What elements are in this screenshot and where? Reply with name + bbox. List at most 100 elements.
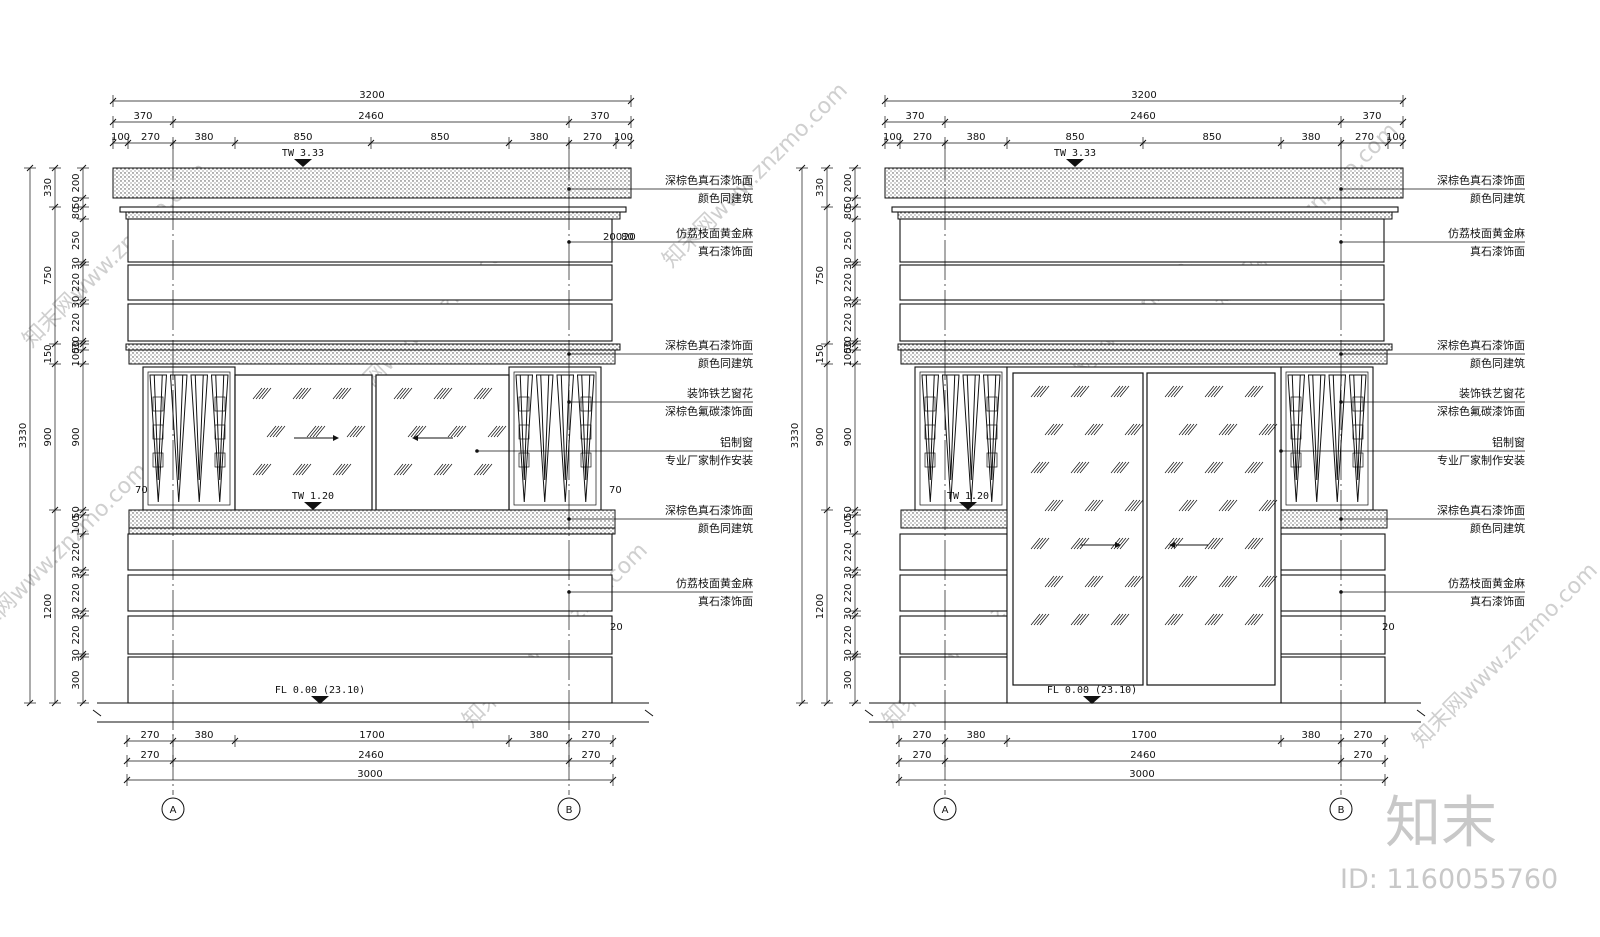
glass-hatch <box>1264 423 1275 436</box>
glass-hatch <box>266 425 277 438</box>
glass-hatch <box>349 425 360 438</box>
glass-hatch <box>1090 499 1101 512</box>
glass-hatch <box>1087 499 1098 512</box>
glass-hatch <box>1173 537 1184 550</box>
level-marker <box>294 159 312 167</box>
grille-triangle <box>925 374 935 481</box>
leader-dot <box>567 517 571 521</box>
glass-hatch <box>487 425 498 438</box>
glass-hatch <box>1167 385 1178 398</box>
dim-label: 330 <box>815 178 826 197</box>
dim-label: 220 <box>843 273 854 292</box>
glass-hatch <box>1173 461 1184 474</box>
glass-hatch <box>335 463 346 476</box>
cornice-strip <box>125 343 621 351</box>
dim-label: 100 <box>1386 132 1405 143</box>
axis-label: A <box>170 805 177 816</box>
glass-hatch <box>1119 385 1130 398</box>
dim-label: 220 <box>71 625 82 644</box>
iron-grille-inner <box>919 371 1003 506</box>
glass-hatch <box>1076 461 1087 474</box>
level-label: TW 1.20 <box>947 491 989 502</box>
glass-hatch <box>1187 575 1198 588</box>
note-line-1: 仿荔枝面黄金麻 <box>676 226 753 240</box>
glass-hatch <box>1039 461 1050 474</box>
dim-label: 50 <box>71 196 82 209</box>
leader-dot <box>567 590 571 594</box>
glass-hatch <box>433 387 444 400</box>
glass-hatch <box>292 463 303 476</box>
glass-hatch <box>1164 461 1175 474</box>
note-line-1: 装饰铁艺窗花 <box>687 386 753 400</box>
arrow-head <box>1169 542 1175 548</box>
glass-hatch <box>1164 385 1175 398</box>
glass-hatch <box>1130 575 1141 588</box>
dim-label: 900 <box>815 427 826 446</box>
glass-hatch <box>1267 575 1278 588</box>
grille-triangle <box>560 374 570 481</box>
glass-hatch <box>1181 423 1192 436</box>
glass-hatch <box>272 425 283 438</box>
glass-hatch <box>1044 575 1055 588</box>
glass-hatch <box>1119 613 1130 626</box>
cornice-band <box>128 349 616 365</box>
glass-hatch <box>1253 385 1264 398</box>
cornice-strip <box>897 343 1393 351</box>
grille-triangle <box>946 374 956 481</box>
axis-bubble <box>557 797 581 821</box>
grille-triangle <box>1291 374 1301 481</box>
dim-label: 220 <box>843 313 854 332</box>
level-label: TW 1.20 <box>292 491 334 502</box>
watermark-id: ID: 1160055760 <box>1340 864 1558 895</box>
glass-hatch <box>1113 385 1124 398</box>
dim-label: 30 <box>843 257 854 270</box>
iron-grille-inner <box>147 371 231 506</box>
dim-label: 30 <box>843 336 854 349</box>
glass-hatch <box>1110 385 1121 398</box>
glass-hatch <box>399 387 410 400</box>
glass-hatch <box>1036 537 1047 550</box>
glass-hatch <box>1079 613 1090 626</box>
glass-hatch <box>1247 537 1258 550</box>
glass-hatch <box>1044 423 1055 436</box>
glass-hatch <box>1213 461 1224 474</box>
arrow-head <box>1115 542 1121 548</box>
stone-band <box>899 615 1008 655</box>
small-dim-label: 20 <box>623 232 636 243</box>
iron-grille-inner <box>513 371 597 506</box>
stone-band <box>127 264 613 301</box>
glass-hatch <box>1178 575 1189 588</box>
glass-hatch <box>352 425 363 438</box>
dim-label: 300 <box>843 670 854 689</box>
stone-band <box>899 533 1008 571</box>
note-line-2: 深棕色氟碳漆饰面 <box>1437 404 1525 418</box>
dim-label: 2460 <box>358 111 383 122</box>
glass-hatch <box>1218 423 1229 436</box>
glass-hatch <box>1170 461 1181 474</box>
dim-label: 370 <box>1362 111 1381 122</box>
glass-hatch <box>1184 499 1195 512</box>
glass-hatch <box>1073 385 1084 398</box>
door-leaf-right <box>1146 372 1276 686</box>
glass-hatch <box>255 463 266 476</box>
dim-label: 850 <box>1065 132 1084 143</box>
dim-label: 2460 <box>1130 111 1155 122</box>
note-line-1: 深棕色真石漆饰面 <box>1437 338 1525 352</box>
level-marker <box>304 502 322 510</box>
arrow-head <box>412 435 418 441</box>
grille-box <box>152 424 164 440</box>
glass-hatch <box>1093 575 1104 588</box>
dim-label: 30 <box>71 566 82 579</box>
glass-hatch <box>1090 423 1101 436</box>
glass-hatch <box>1253 461 1264 474</box>
glass-hatch <box>1047 423 1058 436</box>
axis-label: B <box>566 805 573 816</box>
glass-hatch <box>450 425 461 438</box>
glass-hatch <box>1204 461 1215 474</box>
glass-hatch <box>433 463 444 476</box>
glass-hatch <box>1073 461 1084 474</box>
glass-hatch <box>1093 423 1104 436</box>
stone-band <box>127 303 613 342</box>
glass-hatch <box>1070 461 1081 474</box>
